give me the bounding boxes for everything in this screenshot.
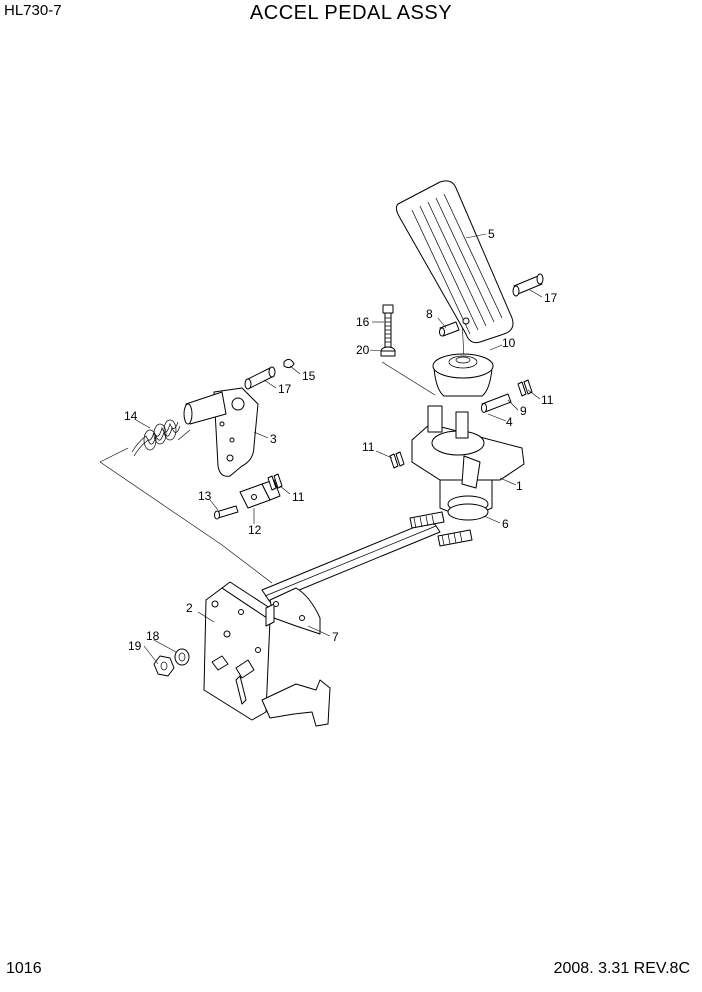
callout-11-body: 11 — [362, 440, 375, 454]
callout-20: 20 — [356, 343, 370, 357]
assembly-guide-lines — [99, 317, 466, 584]
pedal-lever — [183, 387, 259, 477]
callout-12: 12 — [248, 523, 262, 537]
callout-3: 3 — [270, 432, 277, 446]
snap-ring — [283, 358, 295, 369]
revision-date: 2008. 3.31 REV.8C — [553, 960, 690, 977]
callout-7: 7 — [332, 630, 339, 644]
push-rod — [261, 519, 441, 603]
callout-11-right: 11 — [541, 393, 554, 407]
rod-bracket — [265, 587, 321, 635]
return-spring — [131, 419, 181, 457]
callout-leaders — [135, 233, 543, 665]
retaining-clip-right — [517, 379, 533, 397]
callout-16: 16 — [356, 315, 370, 329]
page-title: ACCEL PEDAL ASSY — [249, 2, 453, 24]
callout-8: 8 — [426, 307, 433, 321]
callout-17-right: 17 — [544, 291, 558, 305]
hex-nut — [153, 655, 175, 677]
clevis-pin — [214, 505, 239, 520]
body-pin — [481, 393, 512, 413]
rubber-boot — [432, 353, 494, 397]
callout-2: 2 — [186, 601, 193, 615]
callout-6: 6 — [502, 517, 509, 531]
callout-14: 14 — [124, 409, 138, 423]
callout-9: 9 — [520, 404, 527, 418]
small-pin — [439, 321, 460, 337]
lock-nut — [380, 346, 396, 357]
callout-19: 19 — [128, 639, 142, 653]
page-number: 1016 — [6, 960, 42, 977]
spring-assembly — [409, 511, 473, 547]
callout-18: 18 — [146, 629, 160, 643]
callout-15: 15 — [302, 369, 316, 383]
adjust-bolt — [382, 304, 394, 348]
pedal-pin — [512, 273, 544, 297]
callout-4: 4 — [506, 415, 513, 429]
pedal-pad — [395, 180, 514, 344]
pedal-body — [411, 405, 525, 521]
callout-labels: 1 2 3 4 5 6 7 8 9 10 11 11 11 12 13 14 1… — [124, 227, 558, 653]
mounting-bracket — [203, 581, 331, 727]
model-code: HL730-7 — [4, 2, 62, 19]
callout-11-lower: 11 — [292, 490, 305, 504]
callout-17-left: 17 — [278, 382, 292, 396]
callout-5: 5 — [488, 227, 495, 241]
callout-1: 1 — [516, 479, 523, 493]
retaining-clip-body — [389, 451, 405, 469]
washer — [174, 648, 190, 666]
callout-10: 10 — [502, 336, 516, 350]
callout-13: 13 — [198, 489, 212, 503]
retaining-clip-lower — [267, 473, 283, 491]
lever-pin — [244, 366, 276, 390]
